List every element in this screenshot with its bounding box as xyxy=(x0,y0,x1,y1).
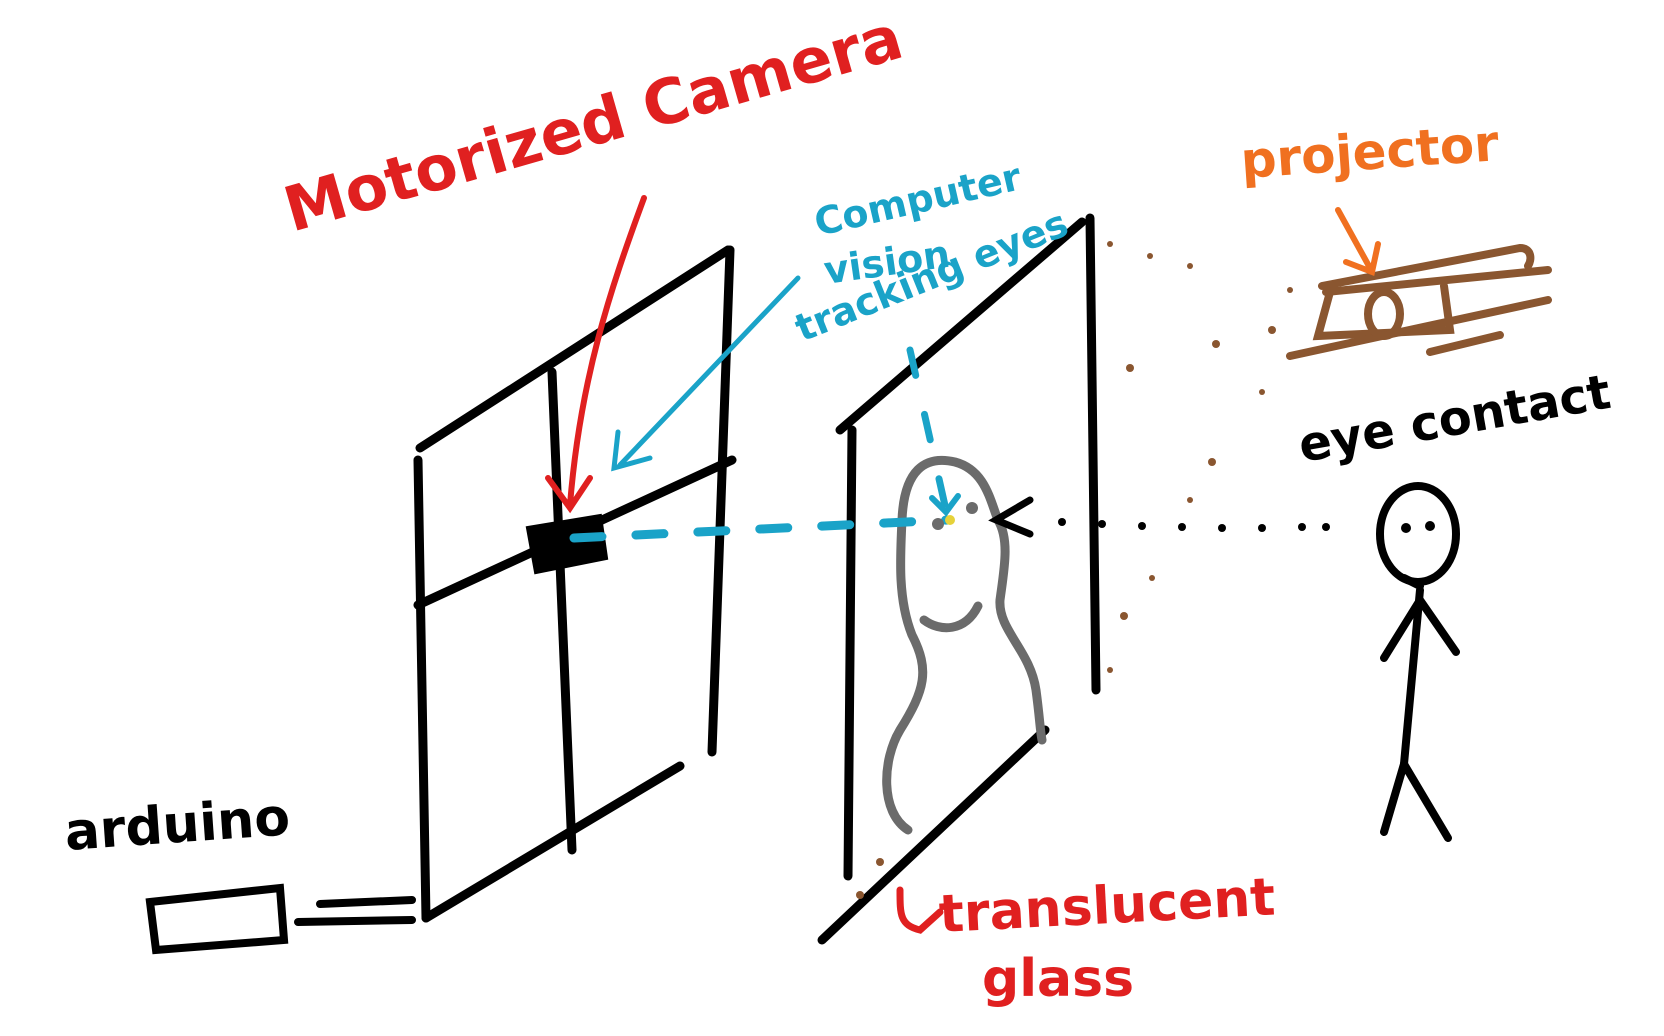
eye-target-dot xyxy=(945,515,955,525)
projector-lens xyxy=(1364,288,1404,340)
frame-right-post xyxy=(707,245,735,757)
translucent-glass-panel xyxy=(817,213,1101,945)
vision-arrow xyxy=(617,275,801,468)
camera-frame xyxy=(413,245,737,923)
frame-center-post xyxy=(547,367,577,855)
arduino-wire-bottom xyxy=(294,916,416,926)
translucent-glass-line-1: translucent xyxy=(938,867,1277,945)
projector-base xyxy=(1286,296,1552,360)
camera-arrow xyxy=(567,195,647,508)
projector-label: projector xyxy=(1239,114,1501,190)
projector-bar xyxy=(1322,266,1552,296)
translucent-glass-line-2: glass xyxy=(982,949,1134,1009)
viewer-head xyxy=(1376,482,1460,586)
viewer-mouth xyxy=(1400,574,1424,590)
viewer-legs xyxy=(1380,754,1452,842)
face-eye-dot-left xyxy=(932,518,944,530)
projected-face-mouth xyxy=(919,601,983,633)
camera-sightline xyxy=(569,515,953,543)
viewer-figure xyxy=(1376,482,1460,842)
viewer-arms xyxy=(1380,592,1460,662)
projector-base-lower xyxy=(1426,331,1504,356)
frame-bottom-edge xyxy=(421,761,685,923)
glass-top-edge xyxy=(835,217,1087,435)
viewer-body xyxy=(1400,586,1424,768)
camera-arrow-head xyxy=(545,475,593,514)
glass-bottom-edge xyxy=(817,725,1050,945)
projected-face-outline xyxy=(882,455,1047,835)
eye-contact-line xyxy=(1058,518,1330,532)
glass-left-edge xyxy=(843,425,857,881)
translucent-glass-label: translucent glass xyxy=(938,867,1277,1009)
arduino-label: arduino xyxy=(63,787,292,863)
computer-vision-label: Computer vision tracking eyes xyxy=(789,154,1074,350)
projection-rays xyxy=(856,241,1293,899)
arduino-wire-top xyxy=(316,896,416,908)
viewer-eye-right xyxy=(1425,521,1435,531)
eye-contact-label: eye contact xyxy=(1294,364,1614,474)
frame-left-post xyxy=(413,455,431,923)
vision-arrow-head xyxy=(611,429,653,472)
face-eye-dot-right xyxy=(966,502,978,514)
projector-arrow xyxy=(1335,207,1381,277)
vision-target-line xyxy=(906,346,950,514)
frame-top-edge xyxy=(415,245,733,453)
camera-body xyxy=(525,513,609,575)
glass-label-pointer xyxy=(896,886,944,934)
glass-right-edge xyxy=(1085,213,1101,695)
viewer-eye-left xyxy=(1401,523,1411,533)
vision-target-arrowhead xyxy=(929,493,961,517)
projector-top xyxy=(1318,243,1535,290)
projector xyxy=(1286,243,1552,360)
eye-contact-arrowhead xyxy=(988,496,1034,538)
arduino-board xyxy=(145,883,416,955)
